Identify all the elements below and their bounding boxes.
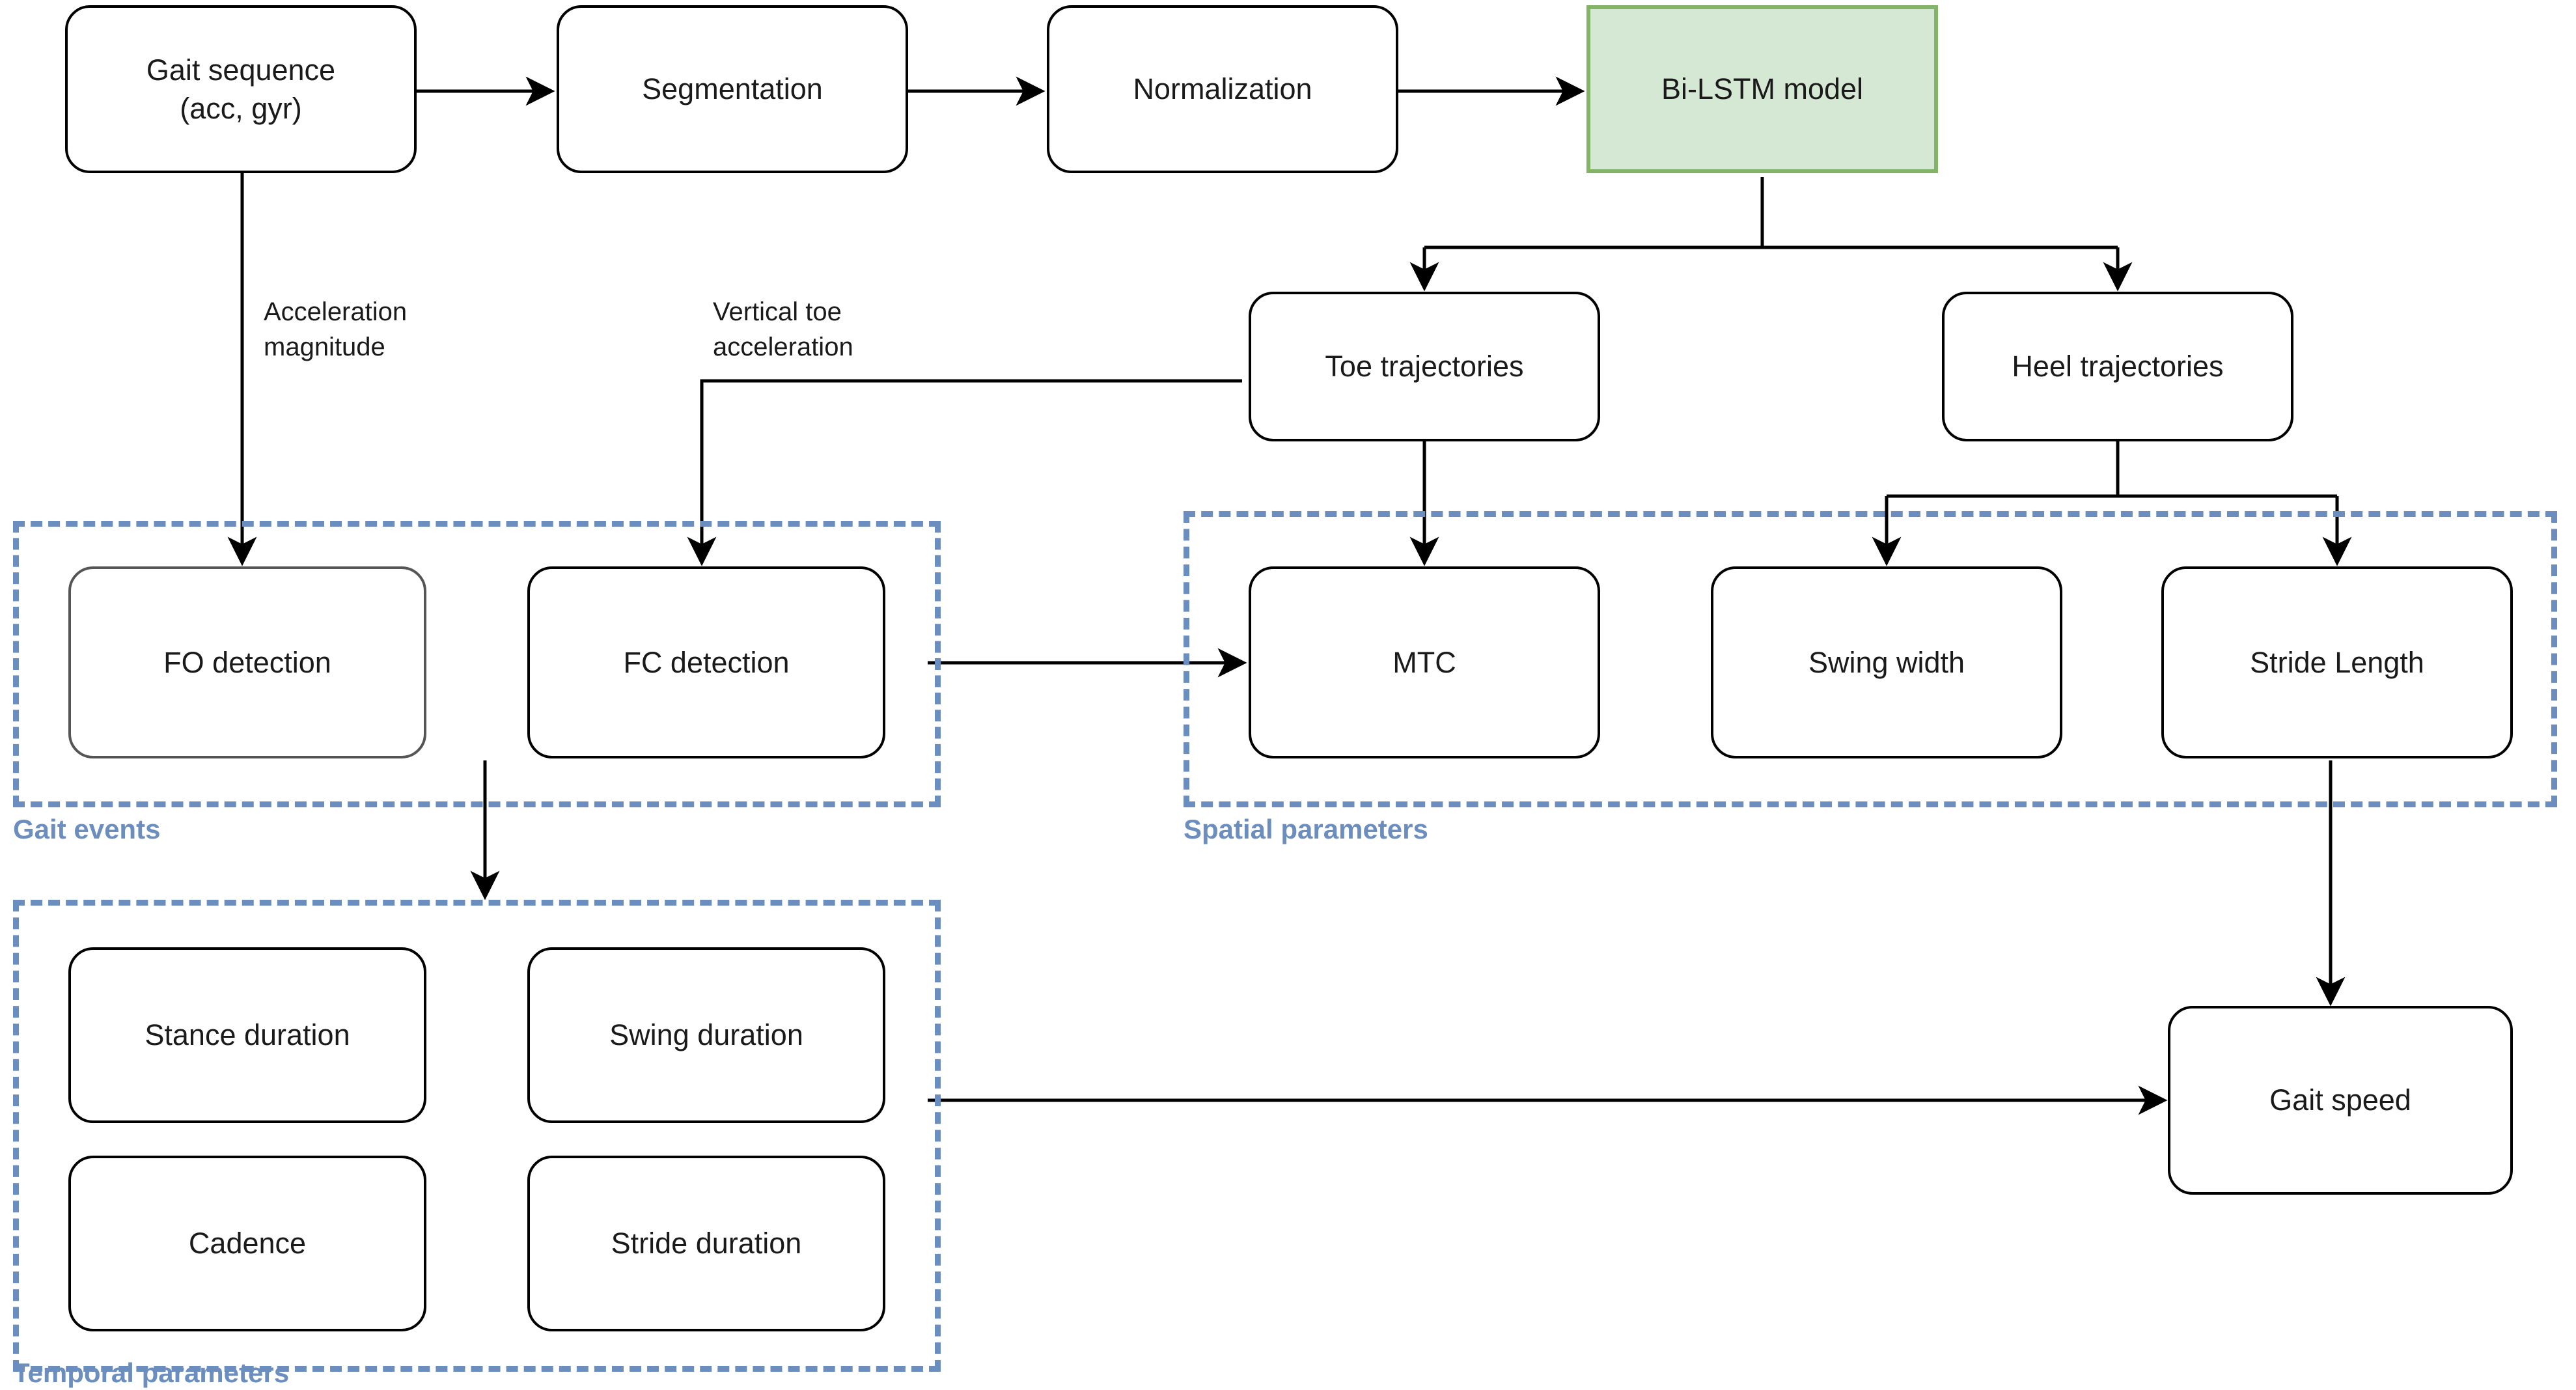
node-mtc[interactable]: MTC <box>1249 566 1600 758</box>
node-stride-duration[interactable]: Stride duration <box>527 1156 885 1331</box>
node-swing-duration[interactable]: Swing duration <box>527 947 885 1123</box>
edge-label-vertical-toe-acceleration: Vertical toe acceleration <box>713 298 853 361</box>
node-fo-detection[interactable]: FO detection <box>68 566 426 758</box>
edge-label-acceleration-magnitude: Acceleration magnitude <box>264 298 408 361</box>
group-label-temporal-parameters: Temporal parameters <box>13 1357 290 1388</box>
group-temporal-parameters <box>13 900 941 1372</box>
node-segmentation[interactable]: Segmentation <box>557 5 908 173</box>
group-label-spatial-parameters: Spatial parameters <box>1184 814 1428 844</box>
node-normalization[interactable]: Normalization <box>1047 5 1398 173</box>
node-gait-speed[interactable]: Gait speed <box>2168 1006 2513 1195</box>
node-toe-trajectories[interactable]: Toe trajectories <box>1249 292 1600 441</box>
group-spatial-parameters <box>1184 511 2557 807</box>
group-label-gait-events: Gait events <box>13 814 161 844</box>
node-gait-sequence[interactable]: Gait sequence (acc, gyr) <box>65 5 417 173</box>
node-heel-trajectories[interactable]: Heel trajectories <box>1942 292 2293 441</box>
node-stride-length[interactable]: Stride Length <box>2161 566 2513 758</box>
node-stance-duration[interactable]: Stance duration <box>68 947 426 1123</box>
node-fc-detection[interactable]: FC detection <box>527 566 885 758</box>
node-cadence[interactable]: Cadence <box>68 1156 426 1331</box>
node-bilstm-model[interactable]: Bi-LSTM model <box>1586 5 1938 173</box>
node-swing-width[interactable]: Swing width <box>1711 566 2062 758</box>
